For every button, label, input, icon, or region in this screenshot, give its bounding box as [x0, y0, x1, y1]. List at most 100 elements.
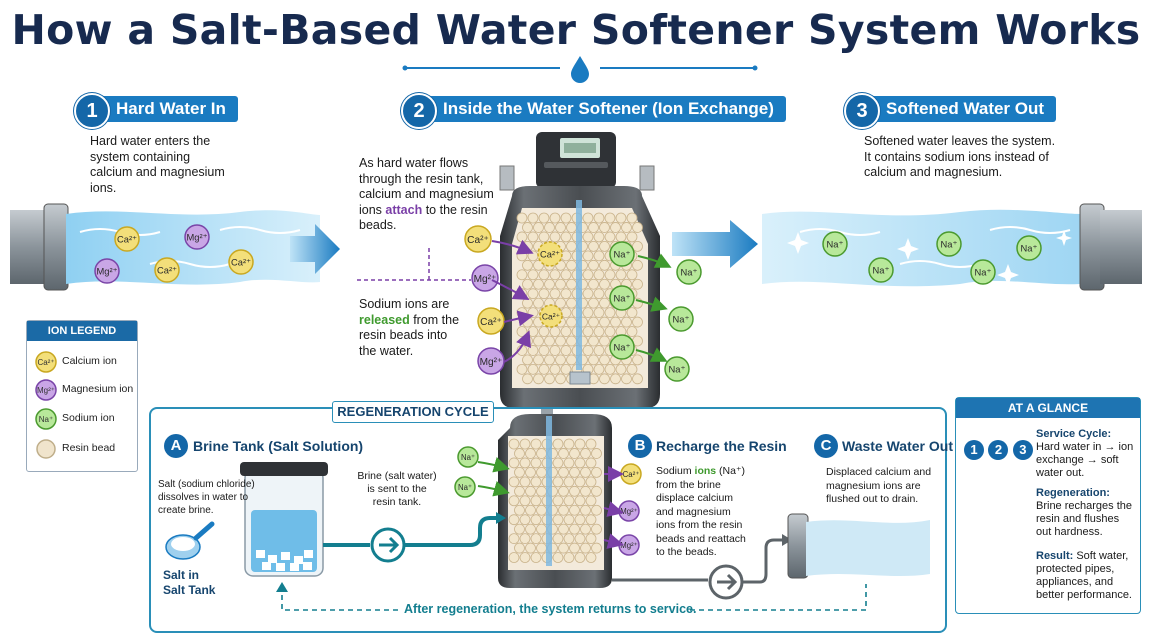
resin-bead — [582, 345, 594, 356]
resin-bead — [519, 457, 531, 469]
step-2-number: 2 — [401, 93, 437, 129]
legend-item-sodium: Na⁺ Sodium ion — [35, 408, 115, 433]
na-ion-marker: Na⁺ — [936, 231, 962, 257]
resin-bead — [566, 297, 577, 309]
svg-text:Na⁺: Na⁺ — [673, 315, 690, 325]
resin-bead — [588, 222, 599, 233]
resin-bead — [585, 552, 597, 563]
resin-bead — [599, 335, 610, 347]
resin-bead — [604, 307, 616, 319]
resin-bead — [585, 457, 597, 469]
svg-text:Ca²⁺: Ca²⁺ — [542, 311, 561, 321]
resin-bead — [530, 514, 542, 526]
resin-bead — [538, 363, 550, 375]
resin-bead — [591, 504, 602, 516]
resin-bead — [615, 231, 627, 243]
resin-bead — [604, 326, 616, 337]
resin-bead — [588, 297, 599, 309]
resin-bead — [519, 533, 531, 544]
resin-bead — [632, 240, 643, 252]
resin-bead — [525, 523, 536, 535]
resin-bead — [599, 240, 610, 252]
ca-ion-marker: Ca²⁺ — [477, 307, 505, 335]
resin-bead — [580, 542, 591, 554]
resin-bead — [560, 212, 572, 224]
resin-bead — [522, 278, 533, 290]
resin-bead — [527, 231, 539, 243]
resin-bead — [508, 438, 520, 450]
resin-tank — [498, 408, 612, 588]
resin-bead — [552, 457, 564, 469]
resin-bead — [555, 297, 566, 309]
mg-ion-marker: Mg²⁺ — [471, 264, 499, 292]
resin-bead — [632, 354, 643, 366]
na-ion-marker: Na⁺ — [822, 231, 848, 257]
return-to-service-text: After regeneration, the system returns t… — [404, 602, 697, 616]
resin-bead — [610, 316, 621, 328]
svg-text:Mg²⁺: Mg²⁺ — [474, 274, 497, 285]
svg-text:Ca²⁺: Ca²⁺ — [231, 258, 251, 268]
resin-bead — [580, 504, 591, 516]
svg-text:Na⁺: Na⁺ — [941, 240, 958, 250]
softener-tank — [499, 132, 660, 408]
waste-flow-line — [612, 534, 792, 600]
resin-bead — [593, 326, 605, 337]
resin-bead — [593, 288, 605, 300]
resin-bead — [527, 288, 539, 300]
resin-bead — [604, 269, 616, 281]
resin-bead — [569, 466, 580, 478]
release-text: Sodium ions are released from the resin … — [359, 297, 460, 358]
ca-ion-marker: Ca²⁺ — [154, 257, 180, 283]
resin-bead — [599, 259, 610, 271]
resin-bead — [566, 354, 577, 366]
resin-bead — [560, 326, 572, 337]
resin-bead — [574, 457, 586, 469]
resin-bead — [593, 307, 605, 319]
resin-bead — [610, 373, 621, 385]
mg-ion-marker: Mg²⁺ — [477, 347, 505, 375]
resin-bead — [514, 523, 525, 535]
resin-bead — [538, 288, 550, 300]
resin-bead — [519, 552, 531, 563]
resin-bead — [552, 495, 564, 507]
resin-bead — [574, 438, 586, 450]
resin-bead — [558, 504, 569, 516]
resin-bead — [522, 373, 533, 385]
page-title: How a Salt-Based Water Softener System W… — [11, 6, 1141, 54]
step-3-text: Softened water leaves the system. It con… — [864, 134, 1056, 179]
step-1-text: Hard water enters the system containing … — [90, 134, 225, 195]
svg-text:Mg²⁺: Mg²⁺ — [186, 233, 207, 243]
svg-text:Ca²⁺: Ca²⁺ — [540, 250, 560, 260]
resin-bead — [549, 212, 561, 224]
resin-bead — [530, 495, 542, 507]
brine-tank-heading: Brine Tank (Salt Solution) — [193, 438, 364, 454]
svg-text:Ca²⁺: Ca²⁺ — [467, 235, 489, 246]
drain-pipe — [787, 513, 930, 579]
step-b-badge: B — [628, 434, 652, 458]
svg-text:Na⁺: Na⁺ — [458, 483, 472, 492]
resin-bead — [552, 533, 564, 544]
na-ion-marker: Na⁺ — [457, 446, 479, 468]
sparkle-icons — [787, 230, 1072, 286]
resin-bead — [558, 523, 569, 535]
na-ion-marker: Na⁺ — [668, 306, 694, 332]
resin-bead — [593, 231, 605, 243]
resin-bead — [632, 316, 643, 328]
salt-in-tank-label: Salt in Salt Tank — [163, 568, 216, 597]
resin-bead — [516, 269, 528, 281]
ca-ion-marker: Ca²⁺ — [114, 226, 140, 252]
resin-bead — [525, 448, 536, 459]
resin-bead — [563, 495, 575, 507]
resin-bead — [599, 222, 610, 233]
resin-bead — [599, 278, 610, 290]
step-a-badge: A — [164, 434, 188, 458]
resin-bead — [552, 552, 564, 563]
resin-bead — [593, 250, 605, 262]
resin-bead — [626, 363, 638, 375]
legend-item-calcium: Ca²⁺ Calcium ion — [35, 351, 117, 376]
step-1-header: 1 Hard Water In — [74, 93, 264, 129]
resin-bead — [549, 363, 561, 375]
at-a-glance-title: AT A GLANCE — [956, 398, 1140, 418]
outlet-pipe — [762, 203, 1142, 291]
resin-bead — [544, 222, 555, 233]
